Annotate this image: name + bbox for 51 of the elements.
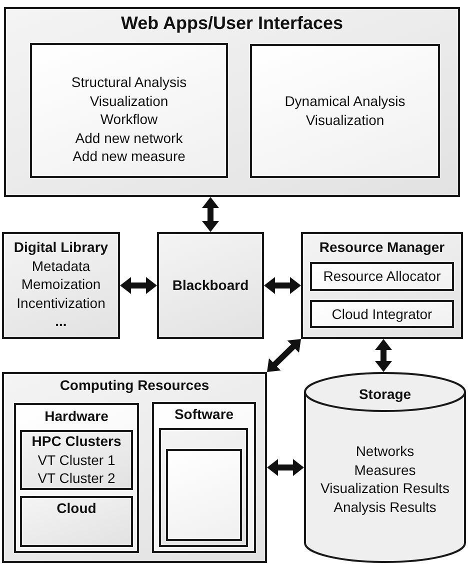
- item-text: Analysis Results: [334, 498, 436, 516]
- section-title: Hardware: [44, 407, 108, 426]
- item-text: VT Cluster 1: [38, 450, 116, 469]
- item-text: Structural Analysis: [71, 73, 187, 92]
- item-text: Measures: [354, 460, 416, 479]
- process-box: [310, 262, 454, 291]
- nested-box: [166, 449, 242, 541]
- item-text: Visualization: [90, 92, 168, 110]
- group-panel: [14, 403, 139, 553]
- section-title: HPC Clusters: [32, 432, 122, 450]
- item-text: Visualization: [306, 110, 384, 129]
- process-box: [250, 44, 440, 178]
- double-arrow: [267, 459, 304, 476]
- item-text: Workflow: [100, 110, 158, 128]
- double-arrow: [375, 339, 392, 372]
- item-text: Visualization Results: [320, 479, 450, 498]
- item-text: Incentivization: [16, 294, 106, 312]
- item-text: Networks: [356, 442, 414, 460]
- item-text: Memoization: [21, 275, 101, 294]
- storage-cylinder: [304, 372, 466, 563]
- item-text: Resource Allocator: [323, 267, 441, 286]
- nested-box: [159, 428, 248, 547]
- section-title: Resource Manager: [319, 238, 445, 256]
- item-text: ...: [55, 312, 67, 330]
- section-title: Computing Resources: [60, 376, 210, 394]
- item-text: Cloud Integrator: [332, 304, 432, 324]
- process-box: [310, 300, 454, 328]
- process-box: [20, 496, 133, 547]
- section-title: Blackboard: [172, 276, 249, 295]
- process-box: [30, 43, 228, 178]
- section-title: Software: [174, 405, 234, 424]
- process-box: [157, 232, 264, 339]
- section-title: Cloud: [56, 499, 96, 518]
- item-text: VT Cluster 2: [38, 469, 116, 488]
- double-arrow: [120, 277, 157, 294]
- group-panel: [4, 7, 460, 197]
- process-box: [20, 430, 133, 490]
- double-arrow: [264, 277, 301, 294]
- item-text: Metadata: [32, 256, 90, 275]
- process-box: [2, 232, 120, 339]
- section-title: Digital Library: [14, 238, 108, 256]
- group-panel: [301, 232, 463, 339]
- item-text: Add new network: [75, 128, 183, 147]
- double-arrow: [264, 336, 304, 374]
- section-title: Storage: [358, 385, 412, 404]
- group-panel: [2, 372, 267, 563]
- double-arrow: [202, 197, 219, 232]
- group-panel: [152, 402, 256, 553]
- section-title: Web Apps/User Interfaces: [120, 12, 344, 34]
- item-text: Dynamical Analysis: [284, 92, 406, 110]
- item-text: Add new measure: [72, 147, 186, 166]
